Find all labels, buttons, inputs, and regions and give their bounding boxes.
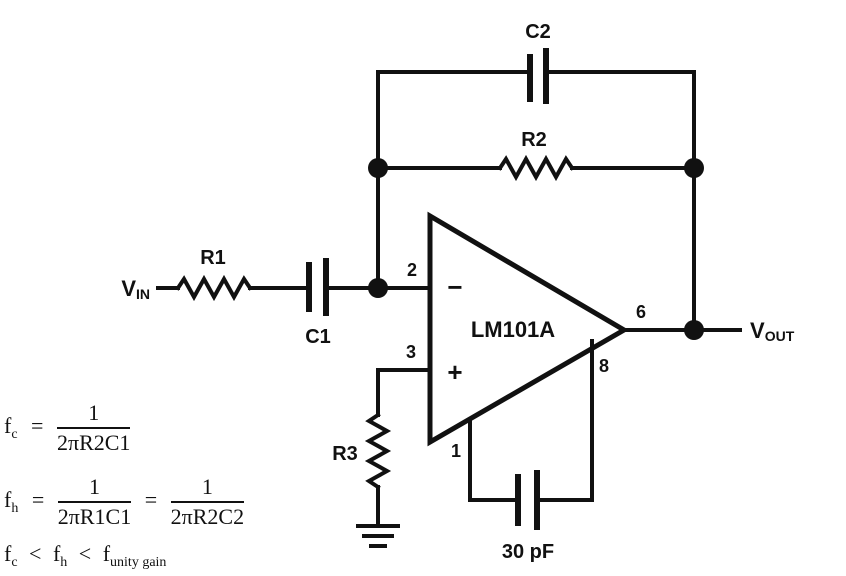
c2-label: C2 — [525, 21, 551, 43]
pin-3-label: 3 — [406, 342, 416, 362]
c2-wire-right — [547, 70, 696, 170]
comp-pin8-wire — [538, 339, 594, 502]
r1-resistor — [175, 274, 253, 302]
r1-label: R1 — [200, 247, 226, 269]
pin3-wire — [376, 368, 432, 417]
comp-pin1-wire — [468, 418, 517, 502]
fc-fraction: 1 2πR2C1 — [56, 400, 131, 455]
inverting-sign: − — [447, 272, 462, 302]
junction-dot — [368, 278, 388, 298]
fh-fraction-1: 1 2πR1C1 — [57, 474, 132, 529]
r3-resistor — [364, 412, 392, 490]
pin-6-label: 6 — [636, 302, 646, 322]
c1-label: C1 — [305, 326, 331, 348]
c2-wire-left — [376, 70, 529, 170]
vin-label: VIN — [121, 276, 150, 302]
ground-icon — [356, 524, 400, 548]
r3-label: R3 — [332, 443, 358, 465]
fc-equation: fc = 1 2πR2C1 — [4, 400, 131, 455]
frequency-inequality: fc < fh < funity gain — [4, 541, 167, 570]
r2-resistor — [497, 154, 575, 182]
opamp-triangle — [427, 211, 629, 447]
junction-dot — [684, 158, 704, 178]
r2-label: R2 — [521, 129, 547, 151]
noninverting-sign: + — [447, 357, 462, 387]
comp-cap-label: 30 pF — [502, 541, 554, 563]
fh-fraction-2: 1 2πR2C2 — [170, 474, 245, 529]
opamp-label: LM101A — [471, 317, 555, 342]
pin-8-label: 8 — [599, 356, 609, 376]
junction-dot — [684, 320, 704, 340]
fh-equation: fh = 1 2πR1C1 = 1 2πR2C2 — [4, 474, 245, 529]
vout-label: VOUT — [750, 318, 795, 344]
junction-dot — [368, 158, 388, 178]
pin-1-label: 1 — [451, 441, 461, 461]
pin-2-label: 2 — [407, 260, 417, 280]
